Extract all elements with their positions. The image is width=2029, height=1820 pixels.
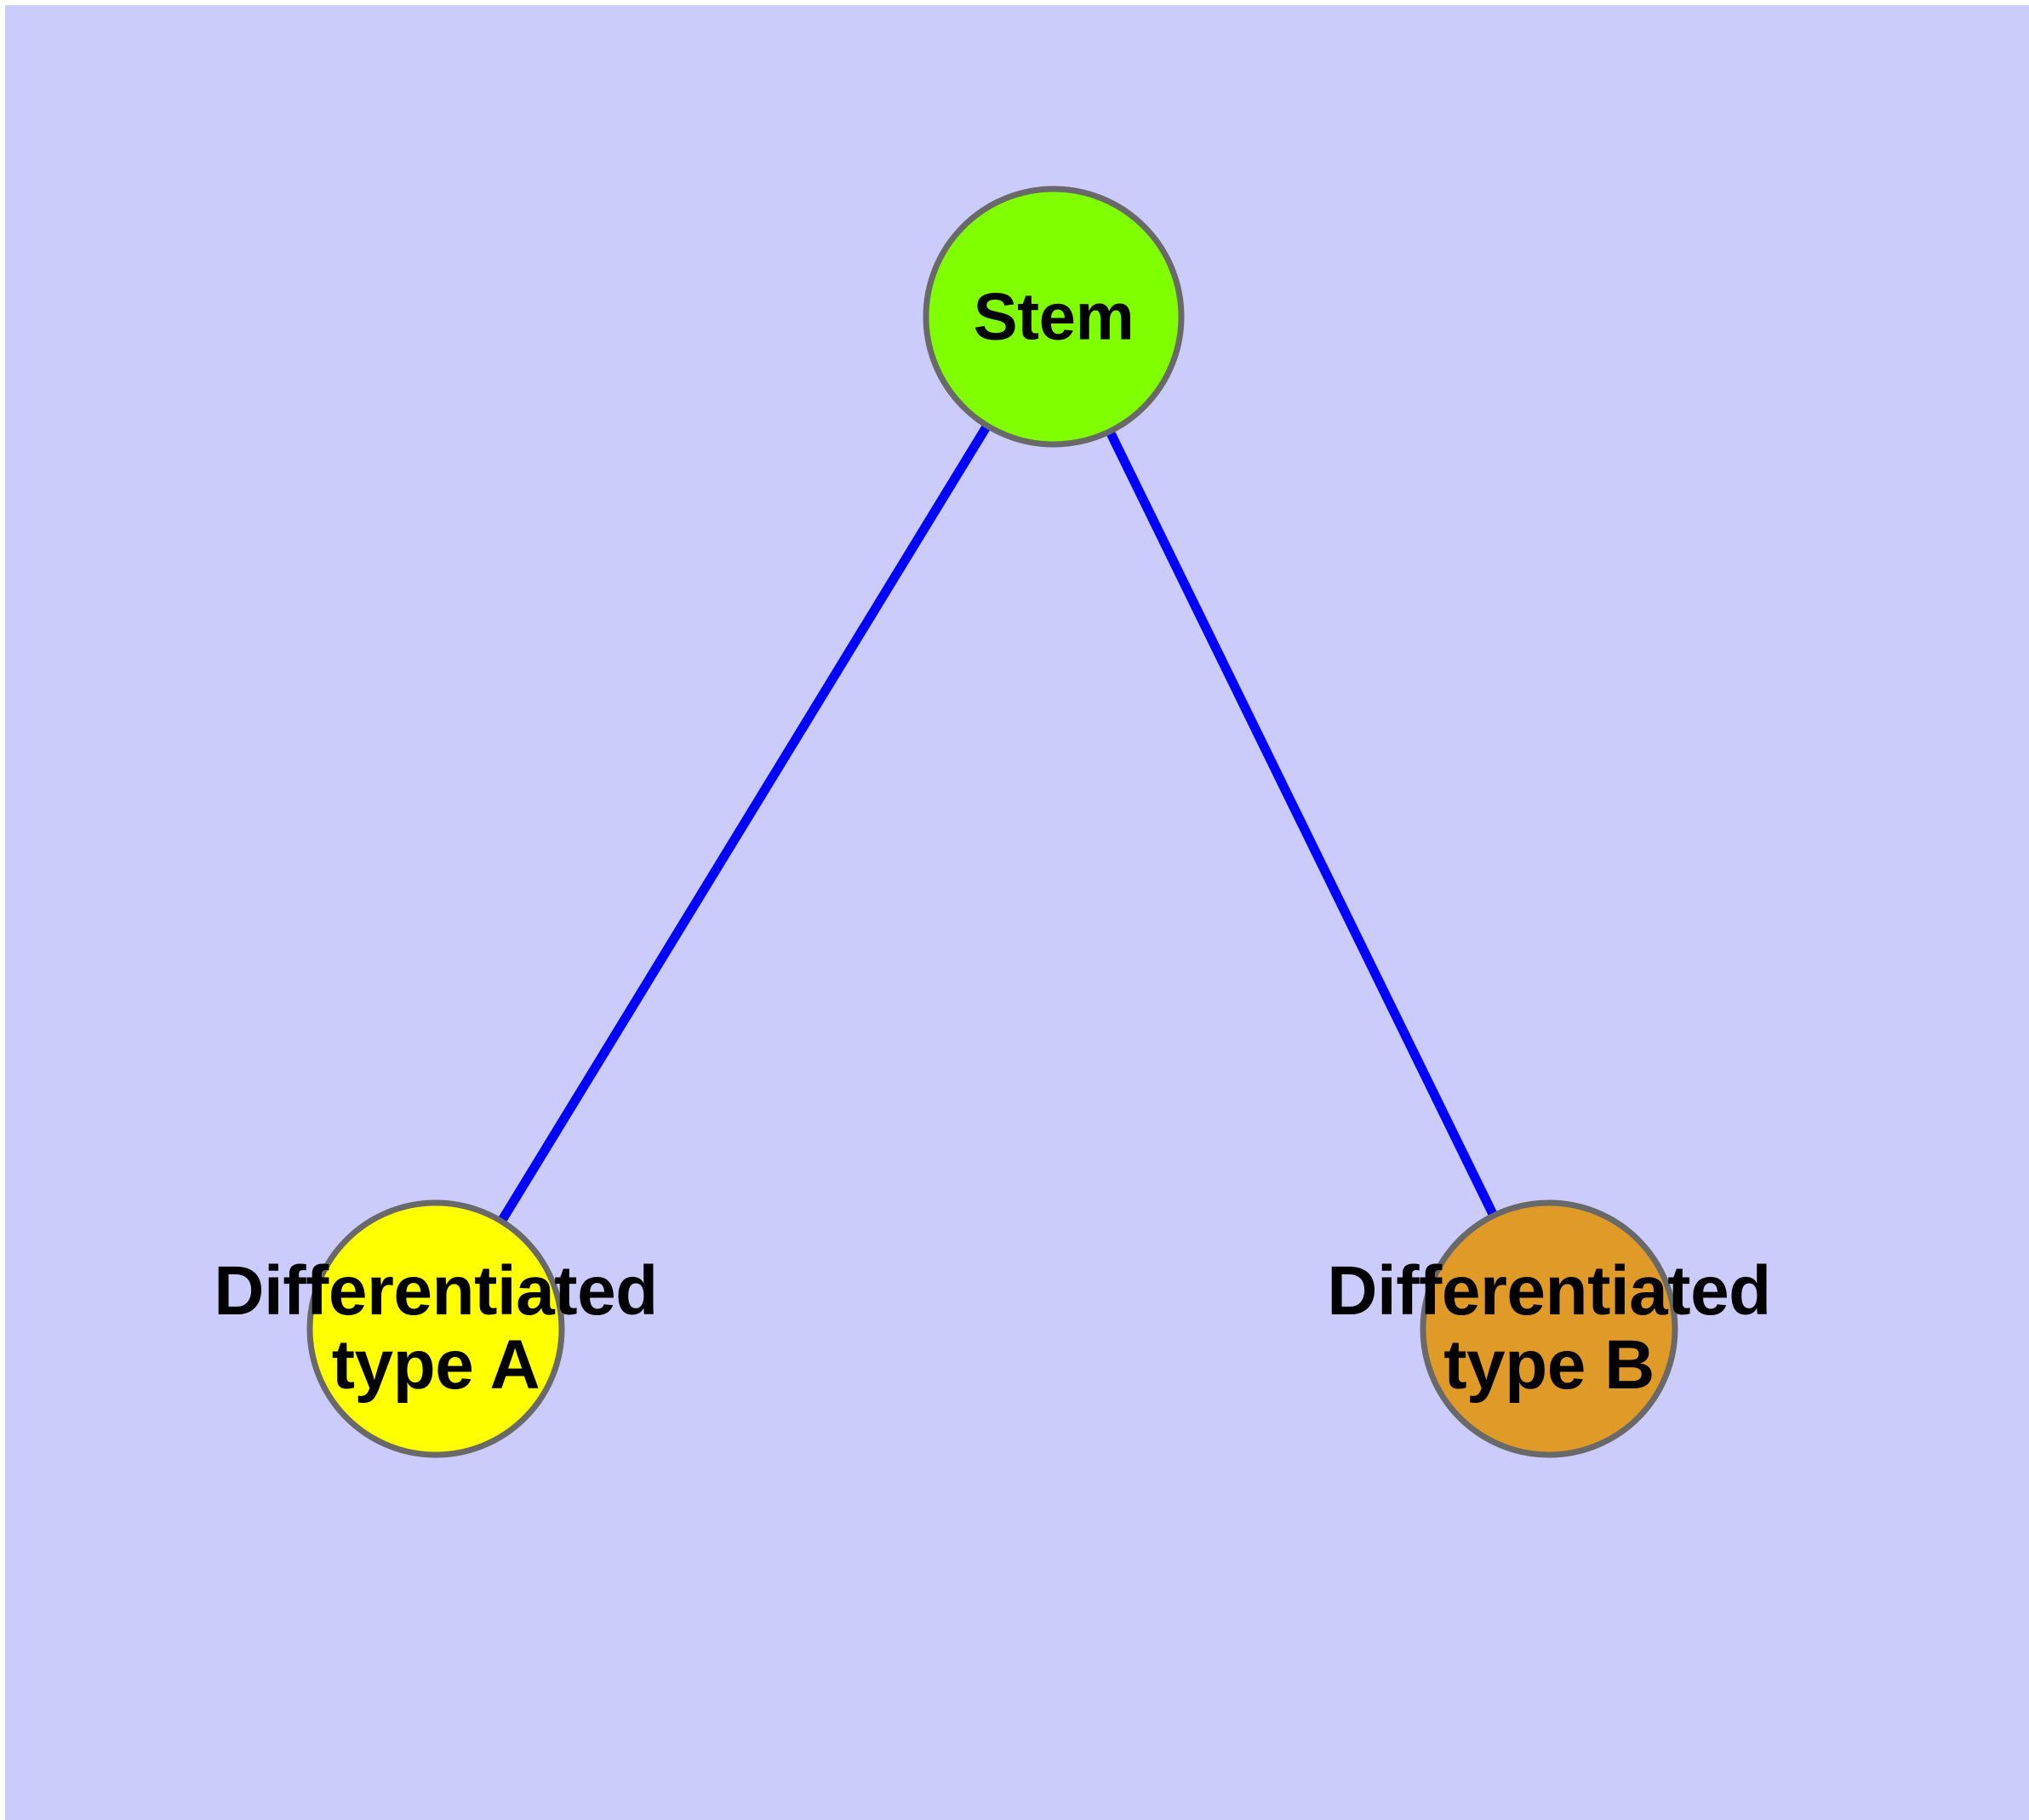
node-diff-a[interactable] (306, 1199, 565, 1458)
node-diff-b[interactable] (1420, 1199, 1678, 1458)
edges-layer (496, 421, 1499, 1226)
edge-stem-diff-b[interactable] (1105, 427, 1499, 1220)
nodes-layer (306, 186, 1678, 1458)
edge-stem-diff-a[interactable] (496, 421, 992, 1226)
node-stem[interactable] (923, 186, 1185, 448)
